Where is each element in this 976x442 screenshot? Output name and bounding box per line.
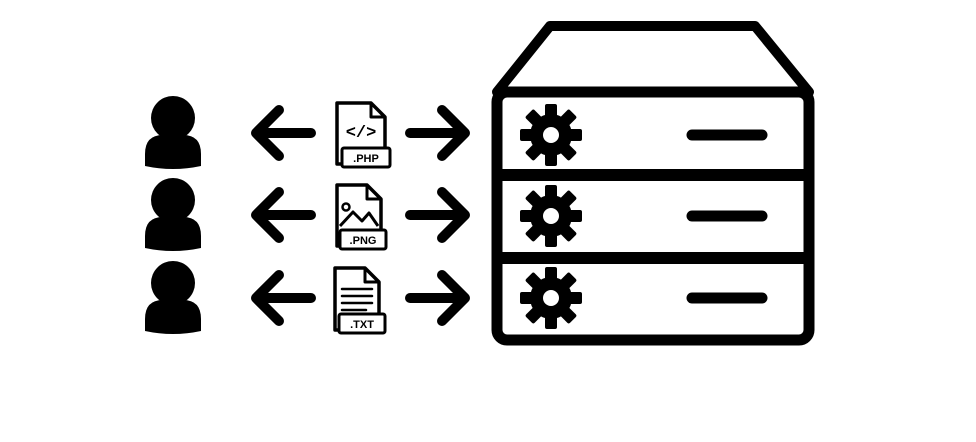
file-extension-label: .PHP xyxy=(353,153,379,165)
server-unit xyxy=(520,185,768,247)
flow-row: .PNG xyxy=(145,178,470,251)
arrow-right-icon xyxy=(405,105,470,161)
server-rack-icon xyxy=(491,21,815,346)
arrow-left-icon xyxy=(251,270,316,326)
user-icon xyxy=(145,96,201,169)
image-file-icon: .PNG xyxy=(335,183,388,251)
arrow-right-icon xyxy=(405,270,470,326)
file-extension-label: .TXT xyxy=(350,319,374,331)
flow-row: </> .PHP xyxy=(145,96,470,169)
user-icon xyxy=(145,261,201,334)
server-unit xyxy=(520,104,768,166)
code-file-icon: </> .PHP xyxy=(335,101,392,169)
arrow-right-icon xyxy=(405,187,470,243)
file-extension-label: .PNG xyxy=(350,235,377,247)
user-icon xyxy=(145,178,201,251)
arrow-left-icon xyxy=(251,187,316,243)
gear-icon xyxy=(520,185,582,247)
text-file-icon: .TXT xyxy=(333,266,387,335)
gear-icon xyxy=(520,267,582,329)
gear-icon xyxy=(520,104,582,166)
arrow-left-icon xyxy=(251,105,316,161)
server-unit xyxy=(520,267,768,329)
flow-row: .TXT xyxy=(145,261,470,335)
file-glyph: </> xyxy=(346,124,377,143)
